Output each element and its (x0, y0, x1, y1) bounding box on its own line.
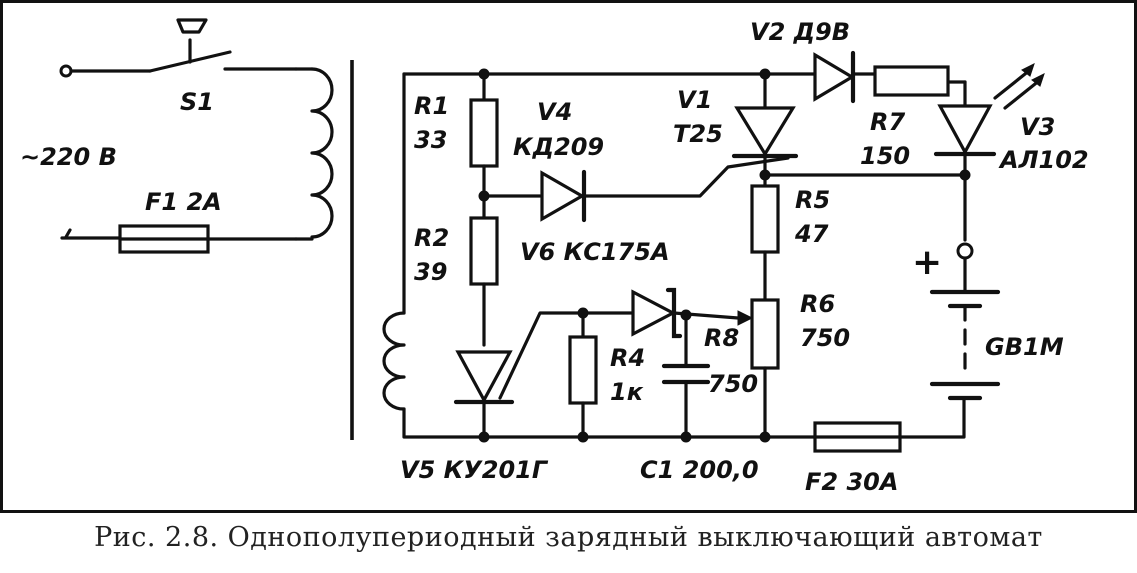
resistor-r7 (873, 65, 950, 97)
capacitor-c1 (661, 313, 711, 439)
resistor-r5 (750, 173, 780, 302)
diode-v4 (482, 156, 790, 223)
label-plus-sign: + (912, 242, 942, 283)
label-r1-value: 33 (414, 126, 447, 154)
label-v6: V6 КС175А (520, 238, 670, 266)
figure-caption: Рис. 2.8. Однополупериодный зарядный вык… (94, 522, 1043, 553)
figure-frame (0, 0, 1137, 513)
battery-plus-terminal (956, 242, 974, 260)
primary-winding (294, 67, 334, 241)
label-gb1: GB1M (985, 333, 1064, 361)
label-r5-name: R5 (795, 186, 830, 214)
thyristor-v5 (453, 311, 585, 439)
mains-input (59, 64, 152, 240)
label-r1-name: R1 (414, 92, 449, 120)
label-r4-value: 1к (610, 378, 644, 406)
label-s1: S1 (180, 88, 214, 116)
label-v4-name: V4 (537, 98, 572, 126)
led-v3 (933, 63, 1045, 242)
label-r6-value: 750 (800, 324, 850, 352)
label-r2-name: R2 (414, 224, 449, 252)
label-r5-value: 47 (794, 220, 829, 248)
resistor-r4 (568, 311, 598, 439)
label-r7-name: R7 (870, 108, 905, 136)
potentiometer-r6 (737, 298, 780, 439)
circuit-schematic: S1 ~220 В F1 2A R1 33 R2 39 V4 КД209 V6 … (0, 0, 1137, 513)
label-f1: F1 2A (145, 188, 222, 216)
fuse-f1 (118, 224, 298, 254)
label-f2: F2 30A (805, 468, 898, 496)
label-v5: V5 КУ201Г (400, 456, 549, 484)
fuse-f2 (813, 421, 902, 453)
label-r6-name: R6 (800, 290, 835, 318)
label-c1: C1 200,0 (640, 456, 759, 484)
label-r8-name: R8 (704, 324, 739, 352)
label-v3-name: V3 (1020, 113, 1055, 141)
label-v4-type: КД209 (513, 133, 604, 161)
label-v1-type: Т25 (673, 120, 723, 148)
diode-v2 (813, 50, 856, 104)
label-r4-name: R4 (610, 344, 645, 372)
label-r7-value: 150 (860, 142, 910, 170)
top-rail (402, 72, 967, 108)
battery-gb1 (929, 242, 1001, 401)
thyristor-v1 (731, 72, 799, 179)
switch-s1 (148, 18, 298, 73)
label-v3-type: АЛ102 (998, 146, 1089, 174)
resistor-r2 (469, 216, 499, 347)
junction-dots (478, 68, 971, 443)
label-v1-name: V1 (677, 86, 712, 114)
label-mains-voltage: ~220 В (20, 143, 117, 171)
label-r2-value: 39 (414, 258, 447, 286)
label-r8-value: 750 (708, 370, 758, 398)
label-v2: V2 Д9В (750, 18, 850, 46)
